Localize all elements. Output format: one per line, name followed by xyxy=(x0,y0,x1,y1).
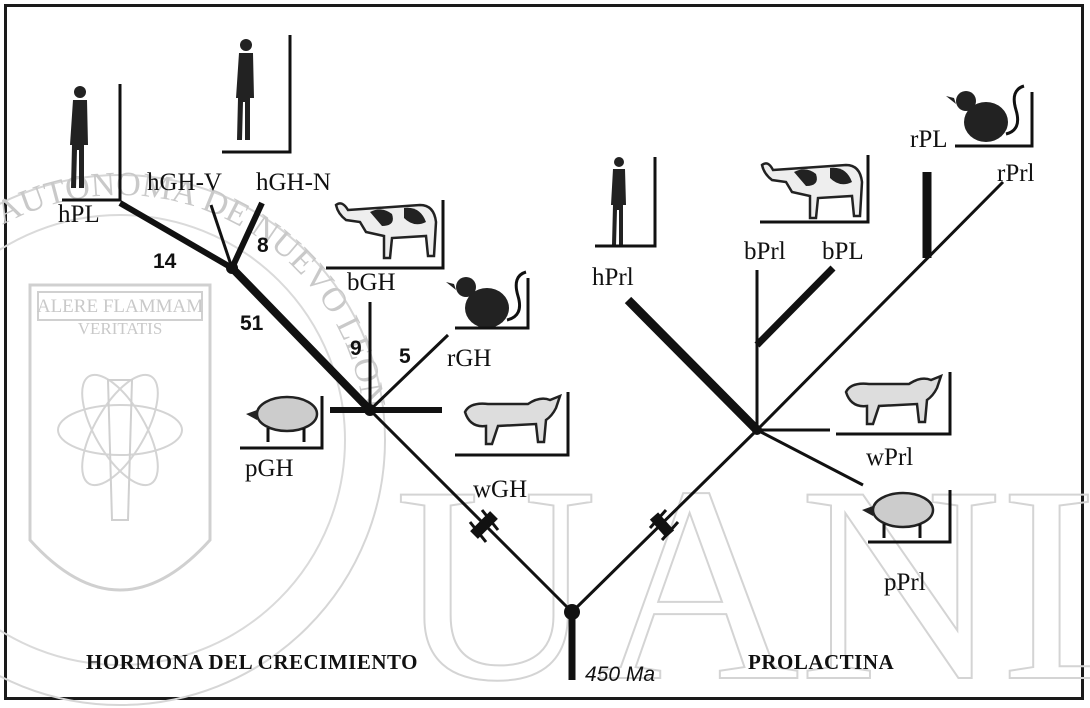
label-wPrl: wPrl xyxy=(866,444,913,471)
branch-length-9: 9 xyxy=(350,337,362,360)
tree-branches xyxy=(118,172,1005,680)
branch-length-14: 14 xyxy=(153,250,177,273)
seal-motto-1: ALERE FLAMMAM xyxy=(37,296,203,317)
label-hPrl: hPrl xyxy=(592,264,634,291)
label-hPL: hPL xyxy=(58,201,100,228)
seal-banner xyxy=(37,291,203,321)
seal-shield xyxy=(28,283,212,592)
cow-icon xyxy=(326,200,445,270)
human-icon xyxy=(595,157,657,248)
seal-atom-orbit xyxy=(81,373,159,487)
label-hGH-V: hGH-V xyxy=(147,169,222,196)
node-root xyxy=(564,604,580,620)
label-rGH: rGH xyxy=(447,345,491,372)
label-wGH: wGH xyxy=(473,476,527,503)
gh-stem xyxy=(368,408,574,614)
label-pPrl: pPrl xyxy=(884,569,926,596)
label-rPL: rPL xyxy=(910,126,948,153)
title-prolactin: PROLACTINA xyxy=(748,650,895,674)
node-gh xyxy=(364,404,376,416)
branch-length-8: 8 xyxy=(257,234,269,257)
prl-break-mark xyxy=(660,521,680,541)
gh-break-mark xyxy=(468,521,488,543)
branch-length-51: 51 xyxy=(240,312,264,335)
wolf-icon xyxy=(455,392,570,457)
label-bGH: bGH xyxy=(347,269,396,296)
label-bPL: bPL xyxy=(822,238,864,265)
rat-icon xyxy=(946,84,1034,148)
human-icon xyxy=(222,35,292,154)
wolf-icon xyxy=(836,372,952,436)
seal-outer-ring xyxy=(0,174,386,706)
node-hgh xyxy=(226,262,238,274)
figure-frame xyxy=(4,4,1084,700)
pig-icon xyxy=(240,395,324,450)
title-growth-hormone: HORMONA DEL CRECIMIENTO xyxy=(86,650,418,674)
seal-atom-orbit xyxy=(81,373,159,487)
branch-hPrl xyxy=(624,296,761,434)
branch-rPrl xyxy=(755,180,1005,432)
branch-hGH-N xyxy=(229,201,265,270)
label-pGH: pGH xyxy=(245,455,294,482)
branch-rGH xyxy=(368,333,450,412)
seal-inner-ring xyxy=(0,214,346,666)
label-bPrl: bPrl xyxy=(744,238,786,265)
node-prl xyxy=(752,425,762,435)
seal-motto-2: VERITATIS xyxy=(78,319,163,338)
seal-torch xyxy=(106,379,134,521)
watermark: UANL ALERE FLAMMAM VERITATIS UNIVERSIDAD… xyxy=(0,166,1090,708)
watermark-letters: UANL xyxy=(395,428,1090,708)
branch-pPrl xyxy=(756,428,864,487)
cow-icon xyxy=(760,155,870,224)
label-hGH-N: hGH-N xyxy=(256,169,331,196)
label-rPrl: rPrl xyxy=(997,160,1035,187)
rat-icon xyxy=(446,270,530,330)
root-age-label: 450 Ma xyxy=(585,663,655,686)
human-icon xyxy=(62,84,122,202)
gh-break-mark xyxy=(480,509,500,531)
branch-bPL xyxy=(754,265,836,348)
branch-hGH-V xyxy=(209,204,234,269)
branch-51 xyxy=(229,265,373,413)
seal-atom-orbit xyxy=(57,404,183,456)
prl-break-mark xyxy=(648,509,668,529)
branch-length-5: 5 xyxy=(399,345,411,368)
branch-hPL xyxy=(118,200,234,271)
pig-icon xyxy=(862,490,952,544)
